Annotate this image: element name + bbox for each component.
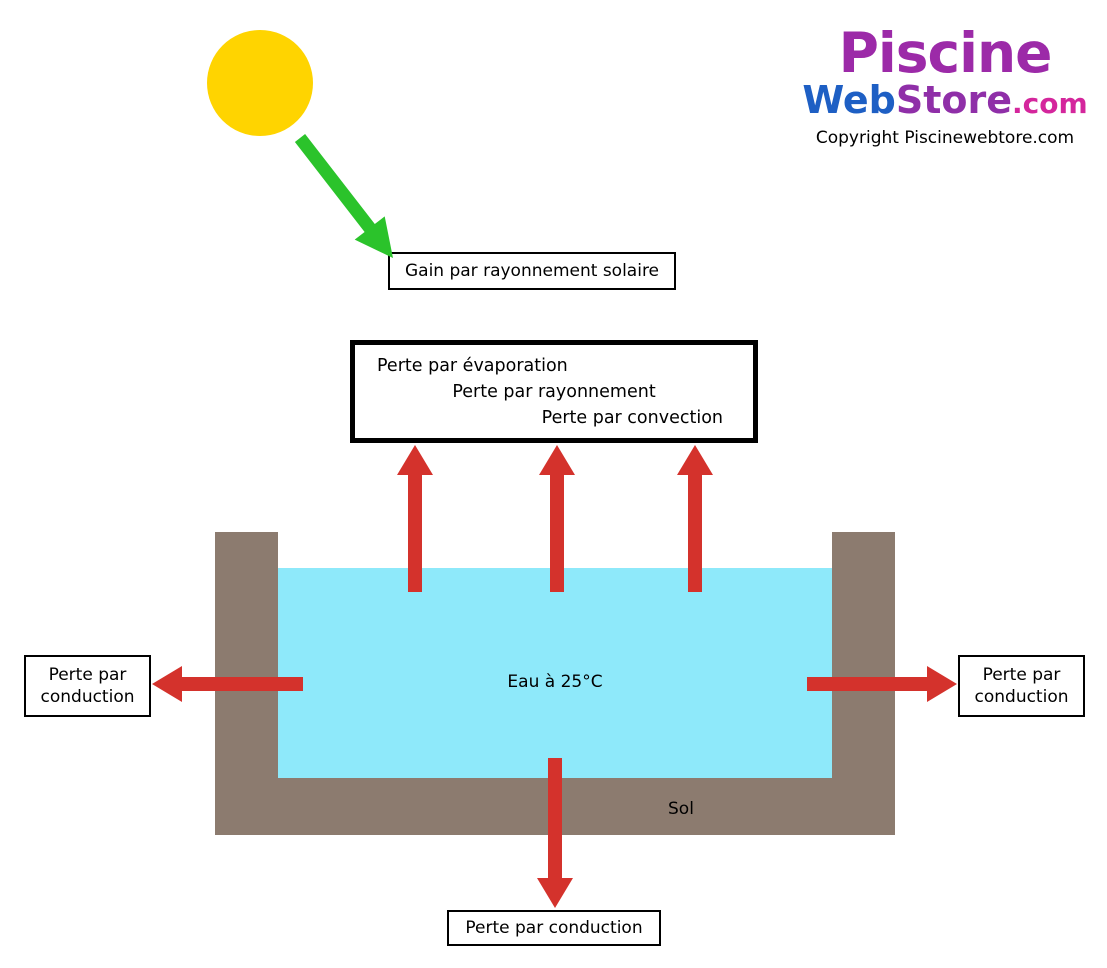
loss-evaporation-label: Perte par évaporation <box>377 355 568 376</box>
logo-store-text: Store <box>895 78 1013 122</box>
loss-rayonnement-label: Perte par rayonnement <box>452 381 656 402</box>
copyright-text: Copyright Piscinewebtore.com <box>815 128 1075 148</box>
bottom-conduction-box: Perte par conduction <box>447 910 661 946</box>
bottom-conduction-label: Perte par conduction <box>465 918 643 938</box>
sun-icon <box>207 30 313 136</box>
left-conduction-line2: conduction <box>40 687 135 707</box>
right-conduction-line2: conduction <box>974 687 1069 707</box>
ground-label: Sol <box>668 799 694 819</box>
left-conduction-box: Perte par conduction <box>24 655 151 717</box>
logo: Piscine WebStore.com Copyright Piscinewe… <box>790 21 1100 149</box>
logo-piscine-text: Piscine <box>838 21 1053 85</box>
logo-com-text: .com <box>1012 87 1088 120</box>
left-conduction-line1: Perte par <box>48 665 127 685</box>
logo-web-text: Web <box>802 78 896 122</box>
gain-label: Gain par rayonnement solaire <box>404 261 660 281</box>
right-conduction-line1: Perte par <box>982 665 1061 685</box>
pool-wall <box>215 532 895 835</box>
pool-water <box>278 568 832 778</box>
loss-convection-label: Perte par convection <box>541 407 723 428</box>
right-conduction-box: Perte par conduction <box>958 655 1085 717</box>
logo-webstore-text: WebStore.com <box>790 81 1100 119</box>
gain-label-box: Gain par rayonnement solaire <box>388 252 676 290</box>
water-temperature-label: Eau à 25°C <box>507 672 603 692</box>
surface-losses-box: Perte par évaporation Perte par rayonnem… <box>350 340 758 443</box>
